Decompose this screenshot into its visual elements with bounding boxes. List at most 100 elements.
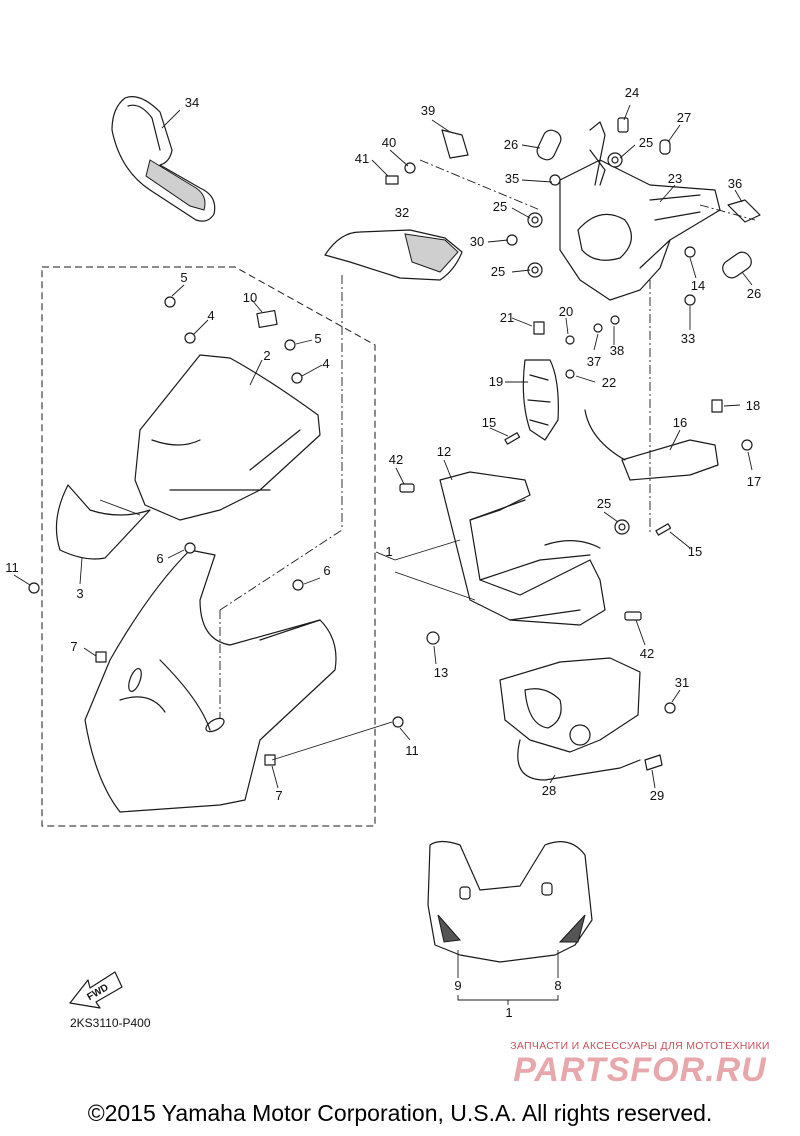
- hardware-26a[interactable]: [535, 128, 564, 163]
- callout-17: 17: [747, 474, 761, 489]
- callout-20: 20: [559, 304, 573, 319]
- hardware-15a[interactable]: [504, 432, 521, 445]
- hardware-6a[interactable]: [184, 542, 196, 554]
- hardware-42b[interactable]: [624, 611, 642, 621]
- position-light-part[interactable]: [584, 409, 719, 481]
- headlight-assembly-part[interactable]: [499, 657, 641, 781]
- hardware-4a[interactable]: [184, 332, 196, 344]
- callout-42b: 42: [640, 646, 654, 661]
- callout-2: 2: [263, 348, 270, 363]
- callout-25c: 25: [491, 264, 505, 279]
- side-cover-part[interactable]: [324, 229, 463, 281]
- hardware-27[interactable]: [659, 139, 671, 155]
- hardware-42a[interactable]: [399, 483, 415, 493]
- stay-bracket-part[interactable]: [559, 121, 721, 301]
- hardware-38[interactable]: [610, 315, 620, 325]
- callout-11b: 11: [405, 743, 419, 758]
- copyright-notice: ©2015 Yamaha Motor Corporation, U.S.A. A…: [87, 1100, 713, 1126]
- callout-32: 32: [395, 205, 409, 220]
- callout-18: 18: [746, 398, 760, 413]
- hardware-39[interactable]: [441, 129, 469, 159]
- callout-22: 22: [602, 375, 616, 390]
- callout-33: 33: [681, 331, 695, 346]
- callout-34: 34: [185, 95, 199, 110]
- hardware-21[interactable]: [533, 321, 545, 335]
- callout-4a: 4: [207, 308, 214, 323]
- callout-1a: 1: [385, 544, 392, 559]
- hardware-13[interactable]: [426, 631, 440, 645]
- callout-30: 30: [470, 234, 484, 249]
- hardware-11a[interactable]: [28, 582, 40, 594]
- callout-5b: 5: [314, 331, 321, 346]
- hardware-31[interactable]: [664, 702, 676, 714]
- hardware-29[interactable]: [644, 754, 663, 771]
- hardware-41[interactable]: [385, 175, 399, 185]
- callout-23: 23: [668, 171, 682, 186]
- hardware-25b[interactable]: [527, 212, 543, 228]
- callout-8: 8: [554, 978, 561, 993]
- hardware-37[interactable]: [593, 323, 603, 333]
- fwd-arrow-icon: FWD: [69, 971, 123, 1009]
- callout-6a: 6: [156, 551, 163, 566]
- callout-4b: 4: [322, 356, 329, 371]
- watermark: ЗАПЧАСТИ И АКСЕССУАРЫ ДЛЯ МОТОТЕХНИКИ PA…: [490, 1040, 790, 1088]
- hardware-6b[interactable]: [292, 579, 304, 591]
- hardware-5b[interactable]: [284, 339, 296, 351]
- callout-15b: 15: [688, 544, 702, 559]
- leader-lines: [13, 104, 756, 1005]
- hardware-4b[interactable]: [291, 372, 303, 384]
- callout-26a: 26: [504, 137, 518, 152]
- hardware-7b[interactable]: [264, 754, 276, 766]
- callout-29: 29: [650, 788, 664, 803]
- callout-21: 21: [500, 310, 514, 325]
- hardware-25d[interactable]: [614, 519, 630, 535]
- diagram-code: 2KS3110-P400: [70, 1016, 151, 1030]
- windshield-part[interactable]: [134, 354, 321, 521]
- callout-19: 19: [489, 374, 503, 389]
- callout-27: 27: [677, 110, 691, 125]
- hardware-25a[interactable]: [607, 152, 623, 168]
- hardware-15b[interactable]: [655, 523, 672, 536]
- callout-28: 28: [542, 783, 556, 798]
- hardware-14[interactable]: [684, 246, 696, 258]
- hardware-33[interactable]: [684, 294, 696, 306]
- hardware-26b[interactable]: [720, 249, 755, 281]
- assembly-outline: [41, 266, 376, 827]
- hardware-18[interactable]: [711, 399, 723, 413]
- callout-41: 41: [355, 151, 369, 166]
- headlight-part[interactable]: [522, 359, 559, 441]
- callout-16: 16: [673, 415, 687, 430]
- hardware-25c[interactable]: [527, 262, 543, 278]
- callout-9: 9: [454, 978, 461, 993]
- hardware-36[interactable]: [727, 199, 761, 223]
- callout-7b: 7: [275, 788, 282, 803]
- callout-36: 36: [728, 176, 742, 191]
- hardware-17[interactable]: [741, 439, 753, 451]
- hardware-35[interactable]: [549, 174, 561, 186]
- callout-39: 39: [421, 103, 435, 118]
- callout-24: 24: [625, 85, 639, 100]
- callout-37: 37: [587, 354, 601, 369]
- hardware-30[interactable]: [506, 234, 518, 246]
- hardware-11b[interactable]: [392, 716, 404, 728]
- hardware-5a[interactable]: [164, 296, 176, 308]
- callout-1b: 1: [505, 1005, 512, 1020]
- hardware-7a[interactable]: [95, 651, 107, 663]
- inner-bracket-part[interactable]: [439, 471, 606, 626]
- callout-6b: 6: [323, 563, 330, 578]
- callout-15a: 15: [482, 415, 496, 430]
- hardware-22[interactable]: [565, 369, 575, 379]
- lower-cowling-part[interactable]: [427, 840, 593, 963]
- watermark-logo: PARTSFOR.RU: [513, 1051, 767, 1089]
- callout-7a: 7: [70, 639, 77, 654]
- callout-11a: 11: [5, 560, 19, 575]
- inner-panel-part[interactable]: [55, 484, 151, 560]
- front-cowling-part[interactable]: [84, 549, 337, 813]
- hardware-20[interactable]: [565, 335, 575, 345]
- watermark-tagline: ЗАПЧАСТИ И АКСЕССУАРЫ ДЛЯ МОТОТЕХНИКИ: [510, 1040, 770, 1052]
- callout-31: 31: [675, 675, 689, 690]
- mirror-part[interactable]: [111, 96, 216, 222]
- hardware-24[interactable]: [617, 117, 629, 133]
- hardware-10[interactable]: [256, 309, 278, 329]
